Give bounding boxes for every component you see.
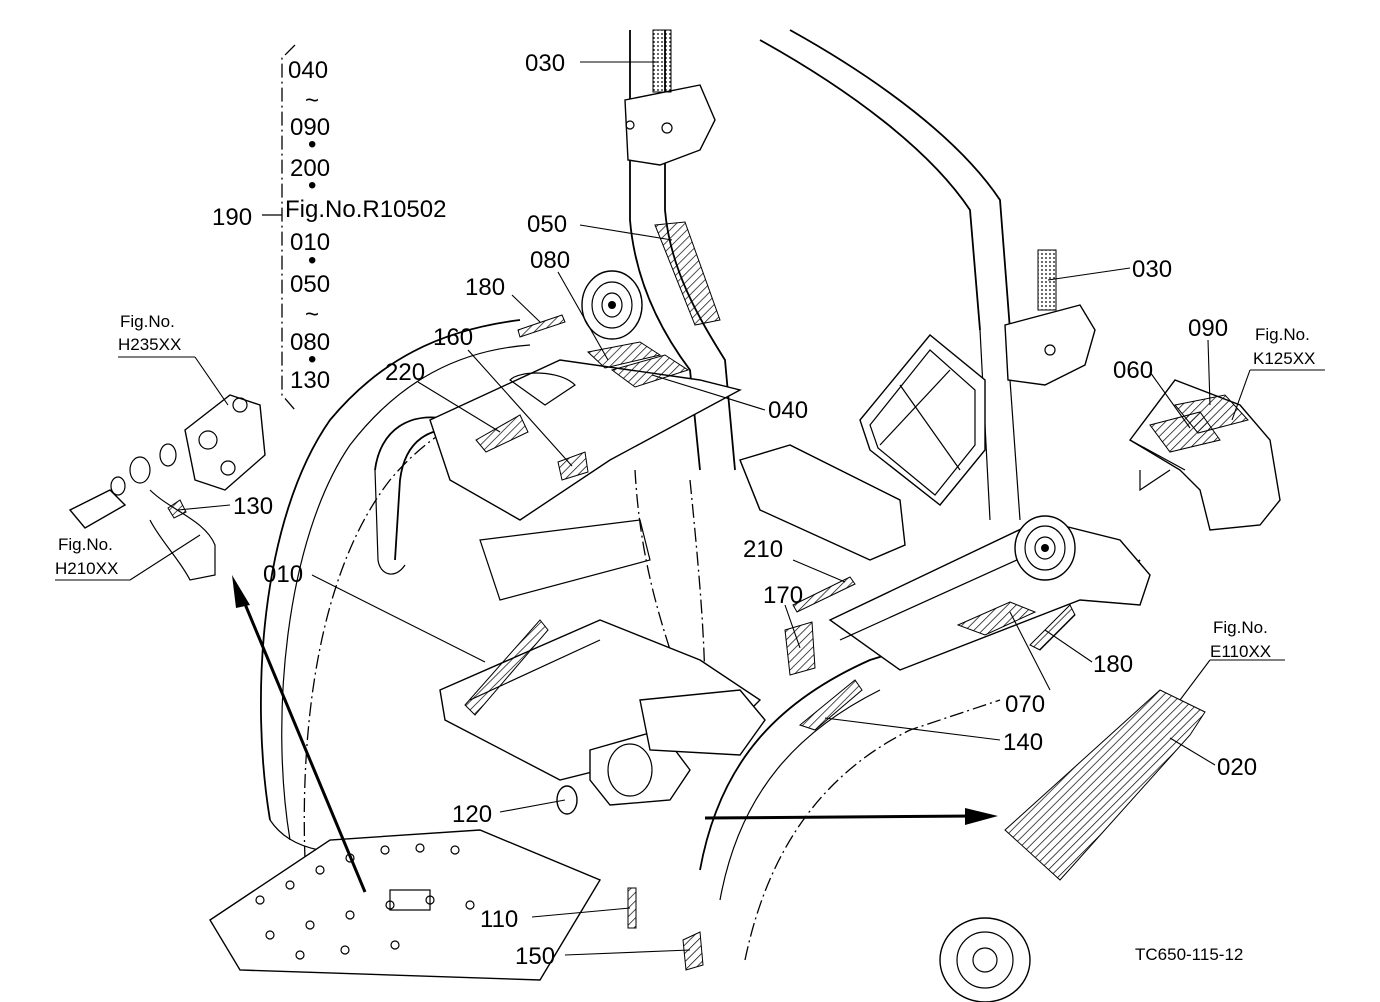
callout-labels: 030 030 050 080 180 160 220 040 090 060 …	[233, 50, 1257, 970]
decal-130	[167, 499, 187, 519]
callout-060: 060	[1113, 357, 1153, 384]
figure-references: Fig.No. H235XX Fig.No. H210XX Fig.No. K1…	[55, 312, 1315, 661]
range-line-10: 050	[290, 271, 330, 298]
decal-170	[784, 621, 816, 676]
decal-180b	[1029, 604, 1076, 651]
callout-180-lower: 180	[1093, 651, 1133, 678]
range-line-5: 200	[290, 155, 330, 182]
decal-210	[792, 576, 856, 613]
range-line-8: 010	[290, 229, 330, 256]
decal-140	[798, 679, 863, 731]
callout-020: 020	[1217, 754, 1257, 781]
callout-010: 010	[263, 561, 303, 588]
callout-030-top: 030	[525, 50, 565, 77]
range-list: 040 ~ 090 • 200 • Fig.No.R10502 010 • 05…	[212, 57, 446, 394]
callout-090: 090	[1188, 315, 1228, 342]
decal-050	[654, 221, 721, 326]
decal-030a	[652, 29, 672, 93]
range-line-4: •	[308, 131, 316, 158]
decal-060	[1149, 411, 1221, 453]
range-bracket-190	[262, 44, 296, 411]
callout-160: 160	[433, 324, 473, 351]
callout-150: 150	[515, 943, 555, 970]
drawing-code: TC650-115-12	[1135, 945, 1243, 964]
range-line-3: 090	[290, 114, 330, 141]
pump-assembly	[556, 689, 766, 815]
range-line-11: ~	[305, 301, 319, 328]
figref-k125-line1: Fig.No.	[1255, 325, 1310, 344]
figref-k125-line2: K125XX	[1253, 349, 1315, 368]
callout-110: 110	[480, 906, 518, 933]
callout-050: 050	[527, 211, 567, 238]
callout-170: 170	[763, 582, 803, 609]
callout-180-upper: 180	[465, 274, 505, 301]
figref-e110-line1: Fig.No.	[1213, 618, 1268, 637]
range-line-9: •	[308, 247, 316, 274]
decal-220	[475, 414, 529, 453]
callout-140: 140	[1003, 729, 1043, 756]
tractor-frame-drawing	[68, 29, 1281, 1002]
direction-arrows	[232, 575, 998, 893]
decal-070	[956, 601, 1037, 636]
decal-160	[557, 451, 589, 481]
valve-assembly	[68, 394, 266, 581]
range-line-1: 040	[288, 57, 328, 84]
callout-080: 080	[530, 247, 570, 274]
callout-130: 130	[233, 493, 273, 520]
decal-180a	[517, 314, 566, 338]
callout-190: 190	[212, 204, 252, 231]
leader-lines	[55, 61, 1325, 956]
figref-h210-line2: H210XX	[55, 559, 118, 578]
callout-210: 210	[743, 536, 783, 563]
step-plate-020	[1004, 689, 1206, 881]
figref-h235-line1: Fig.No.	[120, 312, 175, 331]
callout-220: 220	[385, 359, 425, 386]
callout-040: 040	[768, 397, 808, 424]
pulley-right	[1014, 515, 1076, 581]
hub-bottom-right	[939, 917, 1031, 1002]
callout-030-right: 030	[1132, 256, 1172, 283]
range-line-14: 130	[290, 367, 330, 394]
decal-150	[682, 931, 704, 971]
decal-010	[464, 619, 549, 716]
decal-080	[586, 341, 662, 369]
range-line-6: •	[308, 172, 316, 199]
callout-070: 070	[1005, 691, 1045, 718]
decal-parts	[167, 29, 1249, 971]
figref-h210-line1: Fig.No.	[58, 535, 113, 554]
callout-120: 120	[452, 801, 492, 828]
figref-h235-line2: H235XX	[118, 335, 181, 354]
decal-040	[610, 354, 690, 388]
pulley-left	[581, 270, 643, 340]
decal-030b	[1037, 249, 1057, 311]
range-line-13: •	[308, 346, 316, 373]
range-line-7: Fig.No.R10502	[285, 196, 446, 223]
range-line-2: ~	[305, 87, 319, 114]
range-line-12: 080	[290, 329, 330, 356]
figref-e110-line2: E110XX	[1210, 642, 1271, 661]
